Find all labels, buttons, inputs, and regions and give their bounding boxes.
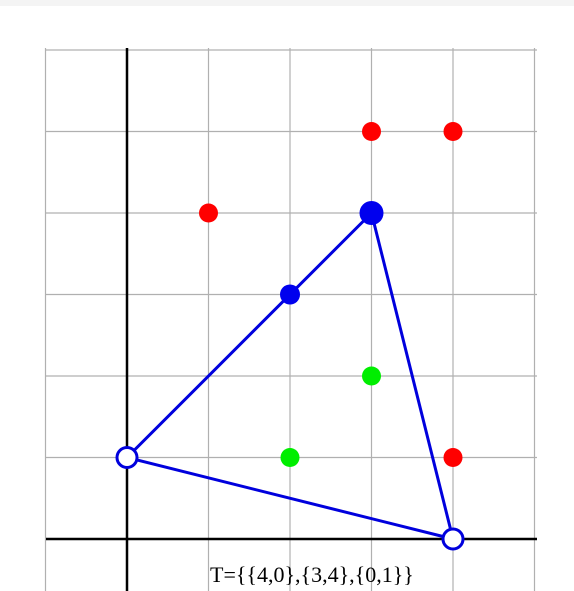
red-point	[443, 122, 463, 141]
blue-point	[280, 284, 300, 305]
red-point	[199, 203, 218, 223]
red-point	[443, 448, 463, 467]
triangle-vertex-filled	[359, 201, 384, 225]
triangle-vertex-open	[441, 527, 465, 551]
triangle-label: T={{4,0},{3,4},{0,1}}	[210, 562, 414, 587]
green-point	[280, 448, 300, 467]
top-band	[0, 0, 574, 6]
axes	[46, 48, 537, 591]
triangle-vertex-open	[115, 446, 139, 469]
red-point	[362, 122, 381, 141]
triangle	[125, 211, 455, 541]
triangle-outline	[125, 211, 455, 541]
green-point	[362, 366, 381, 386]
grid-lines	[44, 48, 537, 591]
lattice-points	[115, 122, 465, 551]
